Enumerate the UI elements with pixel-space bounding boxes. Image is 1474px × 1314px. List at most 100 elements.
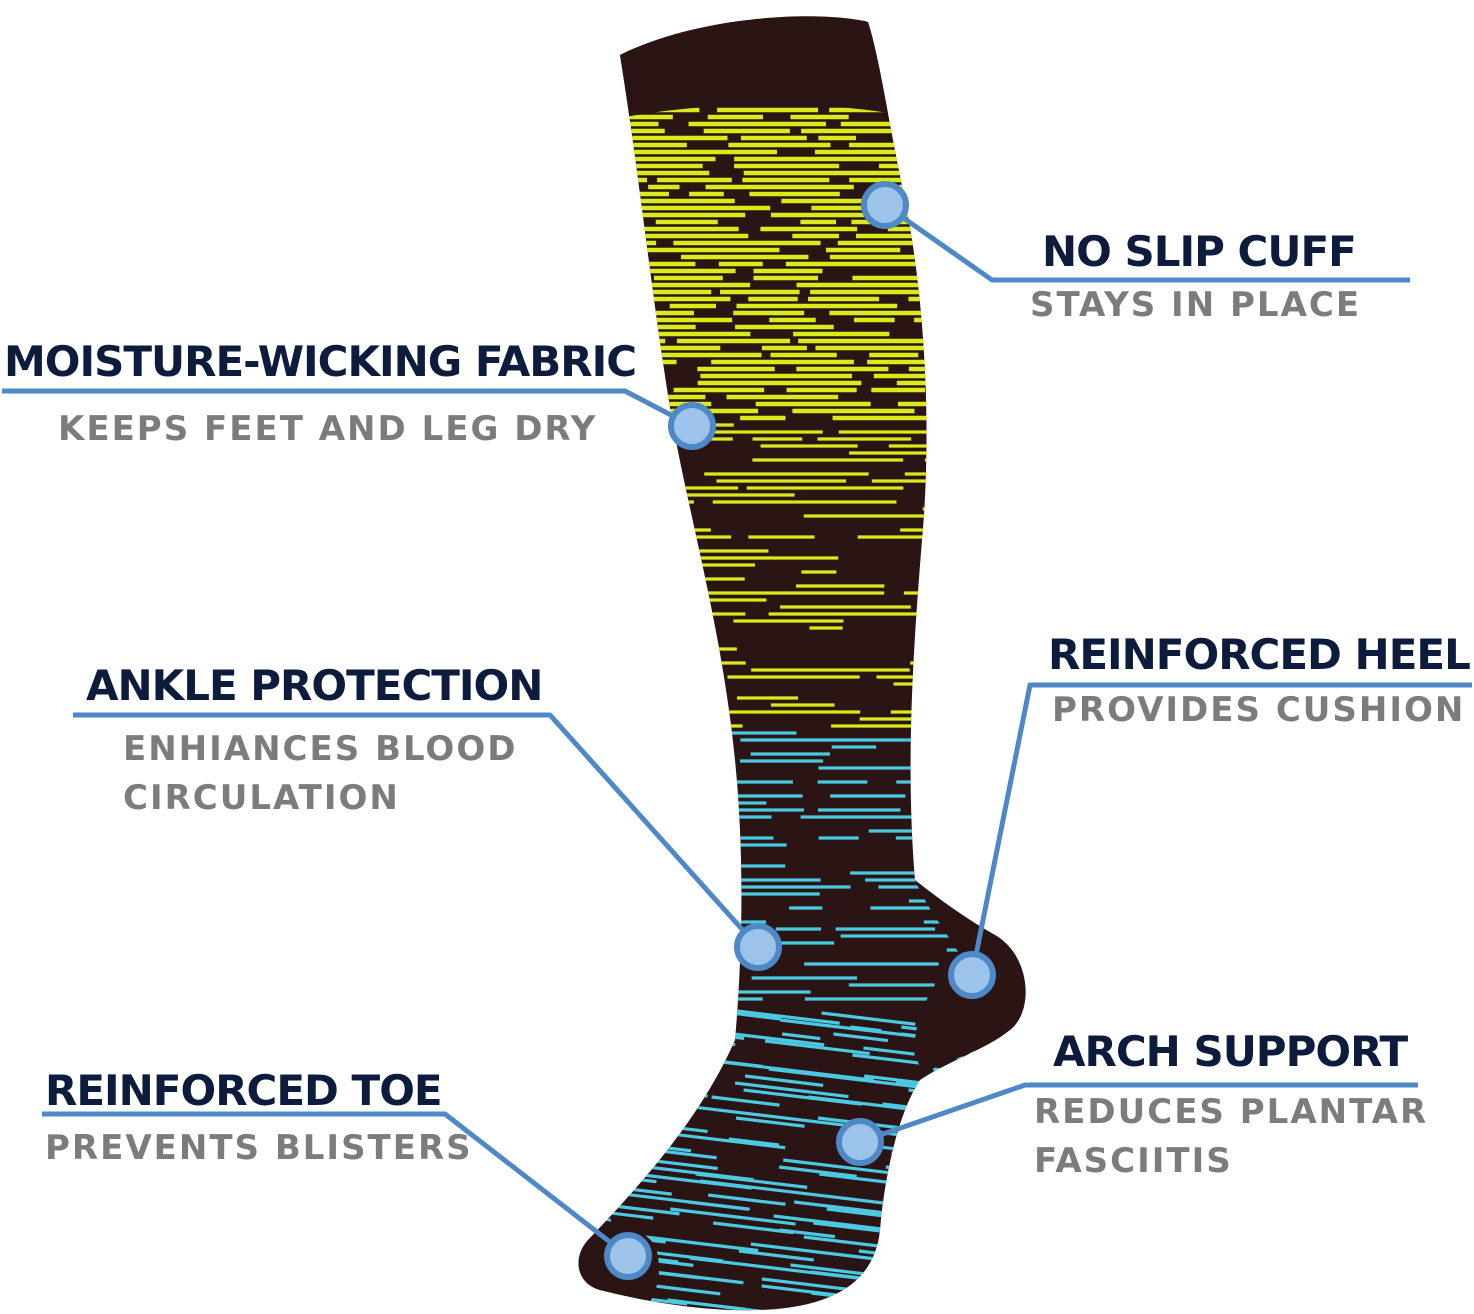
callout-sub-no-slip-cuff: STAYS IN PLACE: [1030, 285, 1362, 325]
knit-stripe: [852, 1053, 929, 1066]
callout-sub-arch-support-line2: FASCIITIS: [1034, 1141, 1233, 1181]
knit-stripe: [850, 1025, 882, 1033]
knit-stripe: [578, 1088, 628, 1100]
leader-line-no-slip-cuff: [883, 202, 1410, 283]
knit-stripe: [724, 1305, 835, 1311]
knit-stripe: [581, 1095, 666, 1109]
knit-stripe: [940, 1270, 1026, 1289]
knit-stripe: [711, 1095, 780, 1107]
knit-stripe: [704, 1039, 736, 1047]
callout-title-moisture-wicking: MOISTURE-WICKING FABRIC: [4, 337, 637, 386]
knit-stripe: [645, 1235, 759, 1253]
knit-stripe: [596, 1025, 636, 1034]
knit-stripe: [735, 1116, 805, 1128]
leader-line-reinforced-toe: [42, 1111, 630, 1258]
knit-stripe: [590, 1018, 745, 1040]
callout-sub-moisture-wicking: KEEPS FEET AND LEG DRY: [58, 409, 598, 449]
knit-stripe: [821, 1011, 916, 1026]
knit-stripe: [995, 1207, 1026, 1228]
marker-no-slip-cuff: [861, 181, 909, 229]
knit-stripe: [670, 1207, 796, 1226]
knit-stripe: [656, 1088, 708, 1098]
knit-stripe: [768, 1067, 918, 1089]
marker-ankle-protection: [734, 923, 782, 971]
knit-stripe: [1034, 1076, 1087, 1082]
knit-stripe: [933, 1284, 1026, 1304]
knit-stripe: [668, 1102, 851, 1128]
marker-arch-support: [836, 1118, 884, 1166]
knit-stripe: [578, 1081, 693, 1101]
callout-title-reinforced-toe: REINFORCED TOE: [45, 1066, 443, 1115]
knit-stripe: [895, 1277, 935, 1286]
callout-sub-ankle-protection-line1: ENHIANCES BLOOD: [123, 729, 518, 769]
marker-reinforced-toe: [604, 1232, 652, 1280]
knit-stripe: [650, 1270, 700, 1280]
knit-stripe: [764, 1039, 870, 1056]
knit-stripe: [734, 1081, 849, 1099]
knit-stripe: [986, 1263, 1026, 1285]
knit-stripe: [586, 1046, 623, 1054]
knit-stripe: [778, 1165, 857, 1178]
knit-stripe: [945, 1214, 1026, 1235]
knit-stripe: [578, 1032, 623, 1041]
leader-line-ankle-protection: [73, 712, 760, 949]
knit-stripe: [695, 1172, 808, 1189]
knit-stripe: [932, 1067, 1026, 1086]
sock-cuff: [600, 20, 900, 122]
knit-stripe: [880, 1228, 1007, 1247]
knit-stripe: [592, 1305, 700, 1311]
callout-title-reinforced-heel: REINFORCED HEEL: [1048, 630, 1471, 679]
knit-stripe: [888, 1193, 1026, 1220]
knit-stripe: [578, 1102, 647, 1114]
knit-stripe: [738, 1249, 814, 1262]
knit-stripe: [781, 1032, 821, 1041]
knit-stripe: [707, 1193, 786, 1206]
knit-stripe: [949, 1277, 1026, 1303]
leader-line-reinforced-heel: [969, 682, 1472, 976]
callout-title-ankle-protection: ANKLE PROTECTION: [86, 661, 543, 710]
knit-stripe: [646, 1046, 720, 1059]
knit-stripe: [699, 1179, 890, 1206]
knit-stripe: [885, 1165, 1026, 1188]
knit-stripe: [863, 1046, 915, 1056]
knit-stripe: [891, 1151, 951, 1162]
knit-stripe: [578, 1004, 678, 1021]
callout-sub-reinforced-heel: PROVIDES CUSHION: [1052, 690, 1466, 730]
knit-stripe: [744, 1074, 824, 1087]
knit-stripe: [880, 1305, 1026, 1311]
callout-sub-reinforced-toe: PREVENTS BLISTERS: [45, 1128, 473, 1168]
knit-stripe: [909, 1186, 1026, 1205]
knit-stripe: [907, 1298, 1026, 1311]
knit-stripe: [1009, 1249, 1026, 1270]
knit-stripe: [750, 1242, 883, 1262]
knit-stripe: [858, 1249, 974, 1267]
marker-moisture-wicking: [668, 402, 716, 450]
leader-line-arch-support: [859, 1082, 1418, 1145]
marker-reinforced-heel: [948, 951, 996, 999]
knit-stripe: [761, 1277, 857, 1292]
knit-stripe: [688, 1200, 749, 1211]
knit-stripe: [730, 1011, 781, 1021]
knit-stripe: [992, 1200, 1026, 1222]
callout-title-arch-support: ARCH SUPPORT: [1053, 1027, 1408, 1076]
knit-stripe: [987, 1256, 1026, 1273]
callout-title-no-slip-cuff: NO SLIP CUFF: [1042, 227, 1357, 276]
callout-sub-arch-support-line1: REDUCES PLANTAR: [1034, 1092, 1429, 1132]
knit-stripe: [783, 1158, 895, 1175]
knit-stripe: [591, 1074, 709, 1092]
knit-stripe: [932, 1116, 1026, 1134]
knit-stripe: [910, 1291, 984, 1304]
knit-stripe: [597, 1039, 680, 1053]
knit-stripe: [779, 1228, 836, 1239]
knit-stripe: [579, 1011, 702, 1030]
leader-line-moisture-wicking: [2, 388, 694, 429]
knit-stripe: [887, 1256, 965, 1269]
knit-stripe: [945, 1221, 1008, 1232]
knit-stripe: [599, 1053, 632, 1061]
callout-sub-ankle-protection-line2: CIRCULATION: [123, 778, 400, 818]
knit-stripe: [728, 1137, 780, 1147]
sock-body: [578, 16, 1026, 1311]
knit-stripe: [1037, 1230, 1224, 1252]
